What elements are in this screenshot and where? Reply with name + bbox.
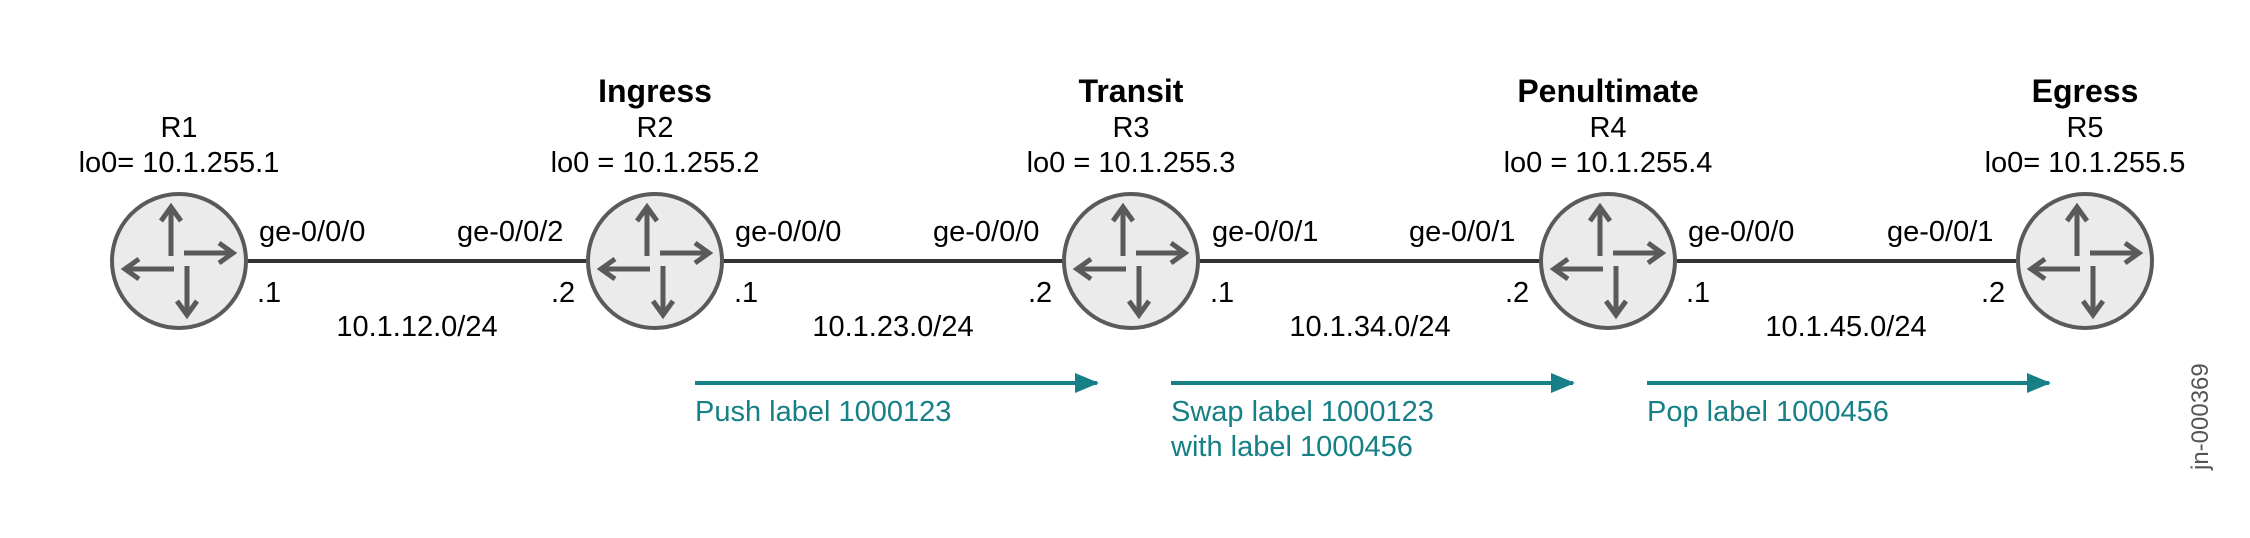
subnet-label: 10.1.23.0/24	[812, 311, 973, 343]
router-arrows-icon	[596, 202, 714, 320]
router-lo0-r5: lo0= 10.1.255.5	[1985, 147, 2186, 179]
router-r3[interactable]	[1062, 192, 1200, 330]
router-icon	[1062, 192, 1200, 330]
router-arrows-icon	[120, 202, 238, 320]
router-role-r3: Transit	[1079, 73, 1184, 109]
subnet-label: 10.1.45.0/24	[1765, 311, 1926, 343]
interface-labels: ge-0/0/0 ge-0/0/2 ge-0/0/0 ge-0/0/0 ge-0…	[259, 216, 1993, 248]
interface-label: ge-0/0/1	[1409, 216, 1515, 248]
router-role-r4: Penultimate	[1517, 73, 1698, 109]
pop-label-text: Pop label 1000456	[1647, 396, 1889, 428]
interface-label: ge-0/0/0	[1688, 216, 1794, 248]
interface-label: ge-0/0/0	[735, 216, 841, 248]
push-label-text: Push label 1000123	[695, 396, 951, 428]
router-lo0-r2: lo0 = 10.1.255.2	[551, 147, 760, 179]
host-address-label: .1	[1686, 277, 1710, 309]
label-operations: Push label 1000123 Swap label 1000123 wi…	[695, 373, 2051, 463]
router-name-r2: R2	[636, 112, 673, 144]
router-lo0-r1: lo0= 10.1.255.1	[79, 147, 280, 179]
router-arrows-icon	[2026, 202, 2144, 320]
router-arrows-icon	[1072, 202, 1190, 320]
host-labels: .1 .2 .1 .2 .1 .2 .1 .2	[257, 277, 2005, 309]
router-icon	[110, 192, 248, 330]
router-name-r5: R5	[2066, 112, 2103, 144]
host-address-label: .2	[1505, 277, 1529, 309]
host-address-label: .2	[1981, 277, 2005, 309]
interface-label: ge-0/0/1	[1887, 216, 1993, 248]
host-address-label: .1	[257, 277, 281, 309]
interface-label: ge-0/0/2	[457, 216, 563, 248]
subnet-label: 10.1.34.0/24	[1289, 311, 1450, 343]
router-name-r3: R3	[1112, 112, 1149, 144]
swap-label-text: Swap label 1000123	[1171, 396, 1434, 428]
router-name-r4: R4	[1589, 112, 1626, 144]
router-r4[interactable]	[1539, 192, 1677, 330]
router-r2[interactable]	[586, 192, 724, 330]
host-address-label: .1	[734, 277, 758, 309]
router-icon	[586, 192, 724, 330]
interface-label: ge-0/0/0	[933, 216, 1039, 248]
host-address-label: .2	[551, 277, 575, 309]
router-r1[interactable]	[110, 192, 248, 330]
host-address-label: .1	[1210, 277, 1234, 309]
subnet-labels: 10.1.12.0/24 10.1.23.0/24 10.1.34.0/24 1…	[336, 311, 1926, 343]
router-arrows-icon	[1549, 202, 1667, 320]
router-role-r5: Egress	[2032, 73, 2139, 109]
router-lo0-r4: lo0 = 10.1.255.4	[1504, 147, 1713, 179]
router-name-r1: R1	[160, 112, 197, 144]
router-icon	[1539, 192, 1677, 330]
subnet-label: 10.1.12.0/24	[336, 311, 497, 343]
interface-label: ge-0/0/1	[1212, 216, 1318, 248]
host-address-label: .2	[1028, 277, 1052, 309]
router-role-r2: Ingress	[598, 73, 712, 109]
swap-label-text-line2: with label 1000456	[1170, 431, 1413, 463]
router-r5[interactable]	[2016, 192, 2154, 330]
interface-label: ge-0/0/0	[259, 216, 365, 248]
router-icon	[2016, 192, 2154, 330]
figure-id: jn-000369	[2187, 363, 2214, 471]
router-labels: R1 lo0= 10.1.255.1 Ingress R2 lo0 = 10.1…	[79, 73, 2186, 179]
router-lo0-r3: lo0 = 10.1.255.3	[1027, 147, 1236, 179]
